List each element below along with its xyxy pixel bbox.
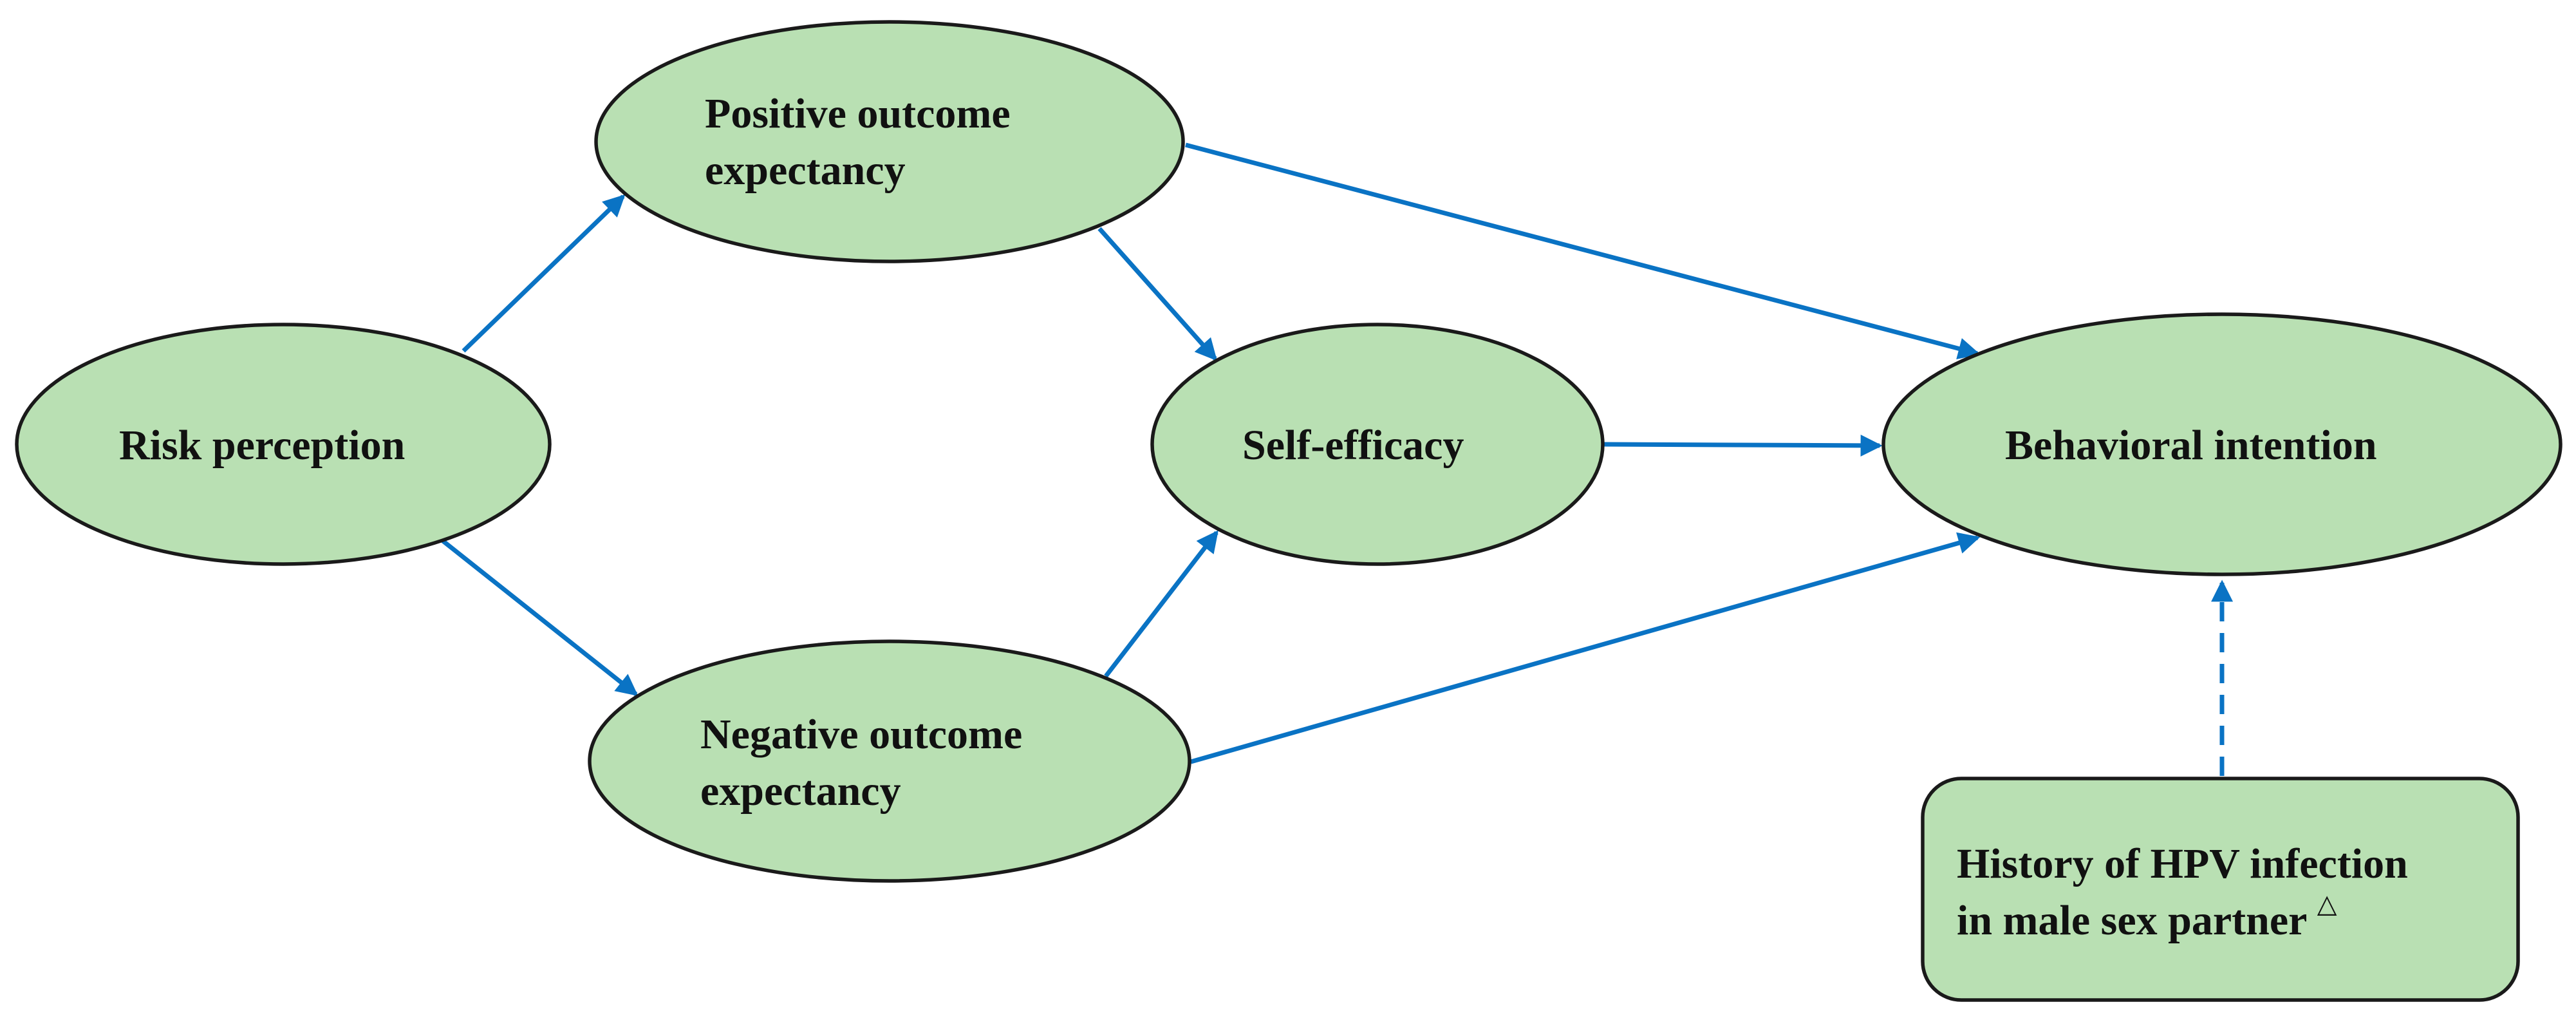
node-positive-outcome-expectancy: Positive outcome expectancy <box>594 20 1185 263</box>
node-self-efficacy: Self-efficacy <box>1150 323 1605 566</box>
edge-positive-to-selfefficacy <box>1097 227 1217 361</box>
node-history-hpv-infection: History of HPV infection in male sex par… <box>1921 777 2520 1002</box>
node-shape <box>1150 323 1605 566</box>
edge-negative-to-behavioral <box>1190 532 1981 764</box>
node-label: Self-efficacy <box>1242 422 1464 469</box>
node-label: Negative outcome expectancy <box>700 711 1033 815</box>
node-label: Behavioral intention <box>2005 422 2377 469</box>
node-shape <box>15 323 552 566</box>
node-shape <box>1881 312 2562 576</box>
node-shape <box>1921 777 2520 1002</box>
edges <box>441 142 2234 776</box>
edge-risk-to-positive <box>462 194 626 353</box>
triangle-superscript-icon: △ <box>2317 889 2337 919</box>
node-shape <box>594 20 1185 263</box>
node-label: Positive outcome expectancy <box>705 90 1021 194</box>
node-behavioral-intention: Behavioral intention <box>1881 312 2562 576</box>
edge-selfefficacy-to-behavioral <box>1603 434 1883 457</box>
edge-positive-to-behavioral <box>1185 142 1981 360</box>
node-label: History of HPV infection in male sex par… <box>1957 840 2418 944</box>
node-label: Risk perception <box>119 422 405 469</box>
edge-negative-to-selfefficacy <box>1104 530 1218 678</box>
node-shape <box>588 639 1191 883</box>
edge-risk-to-negative <box>441 539 639 696</box>
node-risk-perception: Risk perception <box>15 323 552 566</box>
node-negative-outcome-expectancy: Negative outcome expectancy <box>588 639 1191 883</box>
